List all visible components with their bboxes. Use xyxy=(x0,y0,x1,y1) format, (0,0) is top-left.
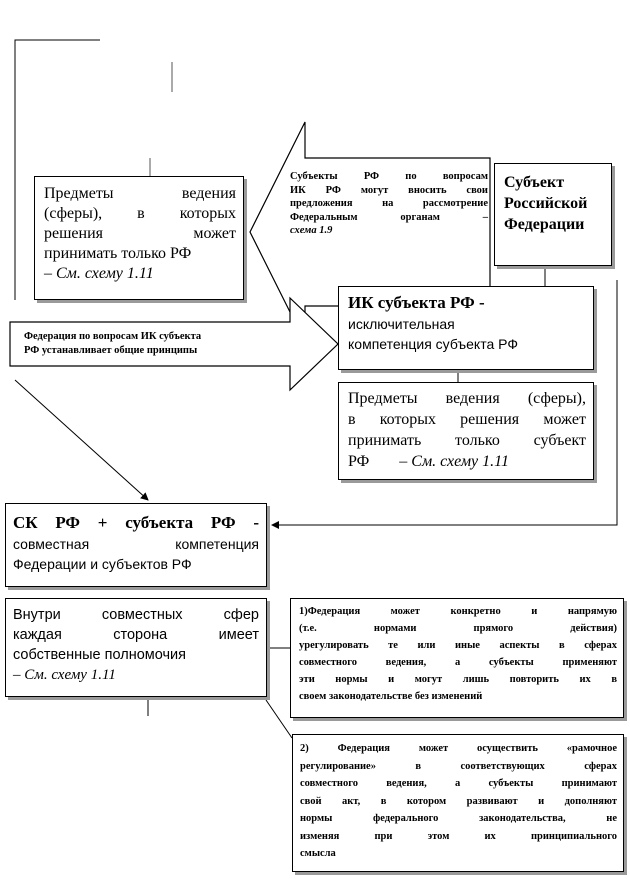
federal-subjects-line2: (сферы), в которых xyxy=(44,205,236,222)
option1-line3: урегулировать те или иные аспекты в сфер… xyxy=(299,640,617,651)
inside-joint-line1: Внутри совместных сфер xyxy=(13,607,259,623)
joint-competence-text: СК РФ + субъекта РФ - совместная компете… xyxy=(13,512,259,574)
joint-competence-title: СК РФ + субъекта РФ - xyxy=(13,513,259,532)
subjects-propose-text: Субъекты РФ по вопросам ИК РФ могут внос… xyxy=(290,170,488,238)
option1-line1: 1)Федерация может конкретно и напрямую xyxy=(299,606,617,617)
ik-subject-line1: исключительная xyxy=(348,316,455,332)
option1-line5: эти нормы и могут лишь повторить их в xyxy=(299,674,617,685)
option1-box xyxy=(290,598,624,718)
subjects-propose-line4: Федеральным органам – xyxy=(290,211,488,223)
option2-box xyxy=(292,734,624,872)
joint-competence-line1: совместная компетенция xyxy=(13,536,259,552)
subject-rf-line2: Российской xyxy=(504,195,588,212)
right-connector-line xyxy=(271,280,618,529)
option2-text: 2) Федерация может осуществить «рамочное… xyxy=(300,740,617,863)
subject-rf-line1: Субъект xyxy=(504,174,565,191)
inside-joint-text: Внутри совместных сфер каждая сторона им… xyxy=(13,605,259,685)
federation-principles-text: Федерация по вопросам ИК субъекта РФ уст… xyxy=(24,330,284,357)
subject-matters-line4-row: РФ – См. схему 1.11 xyxy=(348,451,586,472)
ik-subject-box xyxy=(338,286,594,370)
federal-subjects-line1: Предметы ведения xyxy=(44,185,236,202)
joint-competence-line2: Федерации и субъектов РФ xyxy=(13,556,192,572)
federal-subjects-ref: – См. схему 1.11 xyxy=(44,265,154,282)
top-frame-line xyxy=(14,39,100,300)
option2-line6: изменяя при этом их принципиального xyxy=(300,830,617,842)
right-arrow-shape xyxy=(9,296,339,392)
subjects-propose-line2: ИК РФ могут вносить свои xyxy=(290,184,488,196)
inside-to-option2-line xyxy=(265,699,293,739)
joint-competence-box xyxy=(5,503,267,587)
option2-line7: смысла xyxy=(300,848,336,859)
option2-line3: совместного ведения, а субъекты принимаю… xyxy=(300,778,617,789)
subject-rf-text: Субъект Российской Федерации xyxy=(504,172,608,235)
option2-line2: регулирование» в соответствующих сферах xyxy=(300,760,617,772)
inside-joint-ref: – См. схему 1.11 xyxy=(13,667,116,683)
option2-line5: нормы федерального законодательства, не xyxy=(300,813,617,824)
inside-joint-line2: каждая сторона имеет xyxy=(13,627,259,643)
option1-line2: (т.е. нормами прямого действия) xyxy=(299,623,617,634)
inside-joint-line3: собственные полномочия xyxy=(13,647,186,663)
option1-line6: своем законодательстве без изменений xyxy=(299,691,483,702)
diagonal-arrow-line xyxy=(14,379,149,501)
option1-line4: совместного ведения, а субъекты применяю… xyxy=(299,657,617,668)
federal-subjects-line3: решения может xyxy=(44,225,236,242)
subject-matters-line3: принимать только субъект xyxy=(348,432,586,449)
option2-line1: 2) Федерация может осуществить «рамочное xyxy=(300,743,617,754)
subject-rf-box xyxy=(494,163,612,266)
inside-joint-box xyxy=(5,598,267,697)
subject-rf-line3: Федерации xyxy=(504,216,585,233)
federal-subjects-line4: принимать только РФ xyxy=(44,245,192,262)
subject-matters-text: Предметы ведения (сферы), в которых реше… xyxy=(348,388,586,472)
federation-principles-line1: Федерация по вопросам ИК субъекта xyxy=(24,331,202,342)
federal-subjects-text: Предметы ведения (сферы), в которых реше… xyxy=(44,184,236,284)
option1-text: 1)Федерация может конкретно и напрямую (… xyxy=(299,603,617,705)
subject-matters-line1: Предметы ведения (сферы), xyxy=(348,390,586,407)
federation-principles-line2: РФ устанавливает общие принципы xyxy=(24,344,198,356)
subjects-propose-line1: Субъекты РФ по вопросам xyxy=(290,171,488,182)
subject-matters-box xyxy=(338,382,594,480)
ik-subject-text: ИК субъекта РФ - исключительная компетен… xyxy=(348,292,588,354)
ik-subject-title: ИК субъекта РФ - xyxy=(348,293,485,312)
subject-matters-line2: в которых решения может xyxy=(348,411,586,428)
subjects-propose-line3: предложения на рассмотрение xyxy=(290,198,488,209)
ik-subject-line2: компетенция субъекта РФ xyxy=(348,336,518,352)
federal-subjects-box xyxy=(34,176,244,300)
subject-matters-line4: РФ xyxy=(348,453,370,470)
subject-matters-ref: – См. схему 1.11 xyxy=(399,453,509,470)
option2-line4: свой акт, в котором развивают и дополняю… xyxy=(300,795,617,807)
subjects-propose-ref: схема 1.9 xyxy=(290,225,333,236)
